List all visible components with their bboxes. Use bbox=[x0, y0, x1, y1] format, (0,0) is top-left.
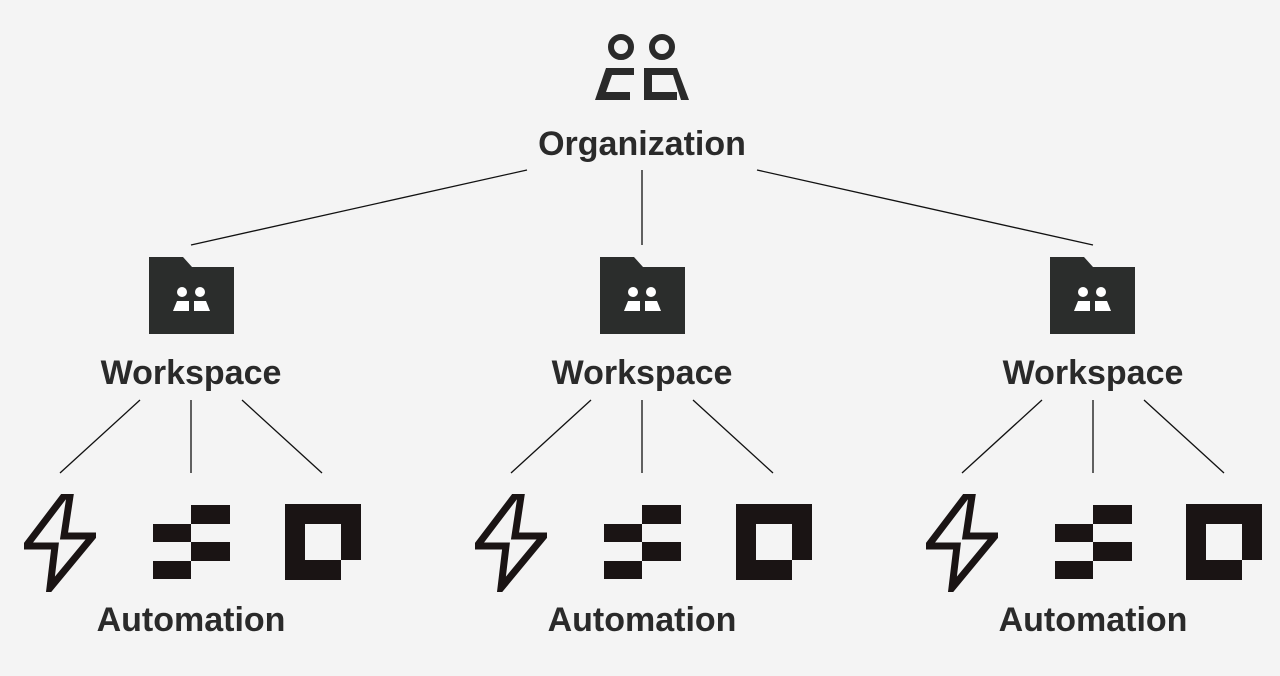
lightning-bolt-icon bbox=[475, 494, 547, 592]
people-icon bbox=[595, 34, 689, 100]
connector-ws2-frame bbox=[692, 399, 774, 474]
team-folder-icon bbox=[149, 257, 234, 334]
organization-label: Organization bbox=[538, 125, 746, 163]
flow-steps-icon bbox=[604, 505, 681, 579]
square-frame-icon bbox=[1186, 504, 1262, 580]
flow-steps-icon bbox=[1055, 505, 1132, 579]
team-folder-icon bbox=[600, 257, 685, 334]
square-frame-icon bbox=[736, 504, 812, 580]
automation-label: Automation bbox=[96, 601, 286, 639]
workspace-label: Workspace bbox=[551, 354, 733, 392]
connector-org-ws1 bbox=[190, 169, 528, 246]
workspace-label: Workspace bbox=[1002, 354, 1184, 392]
flow-steps-icon bbox=[153, 505, 230, 579]
connector-ws3-frame bbox=[1143, 399, 1225, 474]
connector-ws2-bolt bbox=[510, 399, 592, 474]
connector-ws1-bolt bbox=[59, 399, 141, 474]
connector-ws3-bolt bbox=[961, 399, 1043, 474]
square-frame-icon bbox=[285, 504, 361, 580]
automation-label: Automation bbox=[998, 601, 1188, 639]
automation-label: Automation bbox=[547, 601, 737, 639]
connector-org-ws3 bbox=[756, 169, 1094, 246]
workspace-label: Workspace bbox=[100, 354, 282, 392]
connector-ws1-frame bbox=[241, 399, 323, 474]
team-folder-icon bbox=[1050, 257, 1135, 334]
lightning-bolt-icon bbox=[24, 494, 96, 592]
lightning-bolt-icon bbox=[926, 494, 998, 592]
